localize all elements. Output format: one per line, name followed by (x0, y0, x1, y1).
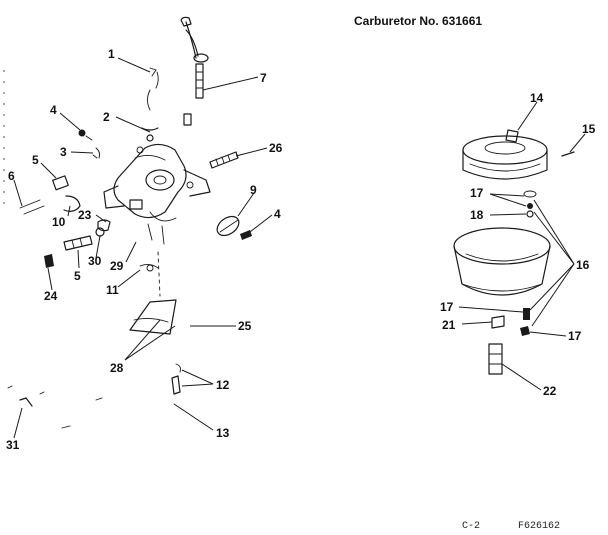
callout-21: 21 (442, 318, 456, 332)
callout-3: 3 (60, 145, 67, 159)
part-idle-screw (209, 151, 239, 169)
callout-5-lower: 5 (74, 269, 81, 283)
part-choke-lever (19, 175, 81, 215)
callout-17-upper: 17 (470, 186, 484, 200)
callout-11: 11 (106, 283, 119, 297)
part-small-screws (78, 113, 192, 159)
footer-page-code: C-2 (462, 521, 480, 532)
part-carburetor-body (103, 143, 211, 245)
callout-12: 12 (216, 378, 230, 392)
callout-22: 22 (543, 384, 557, 398)
callout-5-upper: 5 (32, 153, 39, 167)
part-fuel-fitting (7, 385, 103, 429)
callout-7: 7 (260, 71, 267, 85)
callout-26: 26 (269, 141, 283, 155)
callout-4-lower: 4 (274, 207, 281, 221)
callout-labels: 1 7 2 4 3 26 5 6 9 10 23 4 5 30 29 24 11… (6, 47, 596, 452)
callout-29: 29 (110, 259, 124, 273)
callout-6: 6 (8, 169, 15, 183)
callout-30: 30 (88, 254, 102, 268)
callout-18: 18 (470, 208, 484, 222)
callout-17-lower: 17 (568, 329, 582, 343)
part-fuel-bowl (453, 227, 551, 296)
part-choke-shaft (147, 16, 199, 111)
part-float-pin-parts (523, 190, 537, 218)
callout-16: 16 (576, 258, 590, 272)
part-cap-screw (561, 151, 575, 157)
part-float-bowl (129, 251, 177, 335)
part-bowl-drain (488, 308, 530, 375)
callout-13: 13 (216, 426, 230, 440)
leader-lines (13, 57, 586, 439)
callout-1: 1 (108, 47, 115, 61)
footer-figure-code: F626162 (518, 521, 560, 532)
part-needle-valve (193, 53, 209, 99)
callout-2: 2 (103, 110, 110, 124)
callout-10: 10 (52, 215, 66, 229)
callout-4-upper: 4 (50, 103, 57, 117)
callout-15: 15 (582, 122, 596, 136)
callout-31: 31 (6, 438, 20, 452)
callout-23: 23 (78, 208, 92, 222)
diagram-title: Carburetor No. 631661 (354, 14, 482, 28)
part-bowl-nut (171, 363, 181, 409)
callout-9: 9 (250, 183, 257, 197)
callout-17-middle: 17 (440, 300, 454, 314)
callout-24: 24 (44, 289, 58, 303)
callout-25: 25 (238, 319, 252, 333)
part-float-cap (462, 129, 548, 180)
part-throttle-plate (216, 215, 252, 240)
callout-28: 28 (110, 361, 124, 375)
callout-14: 14 (530, 91, 544, 105)
